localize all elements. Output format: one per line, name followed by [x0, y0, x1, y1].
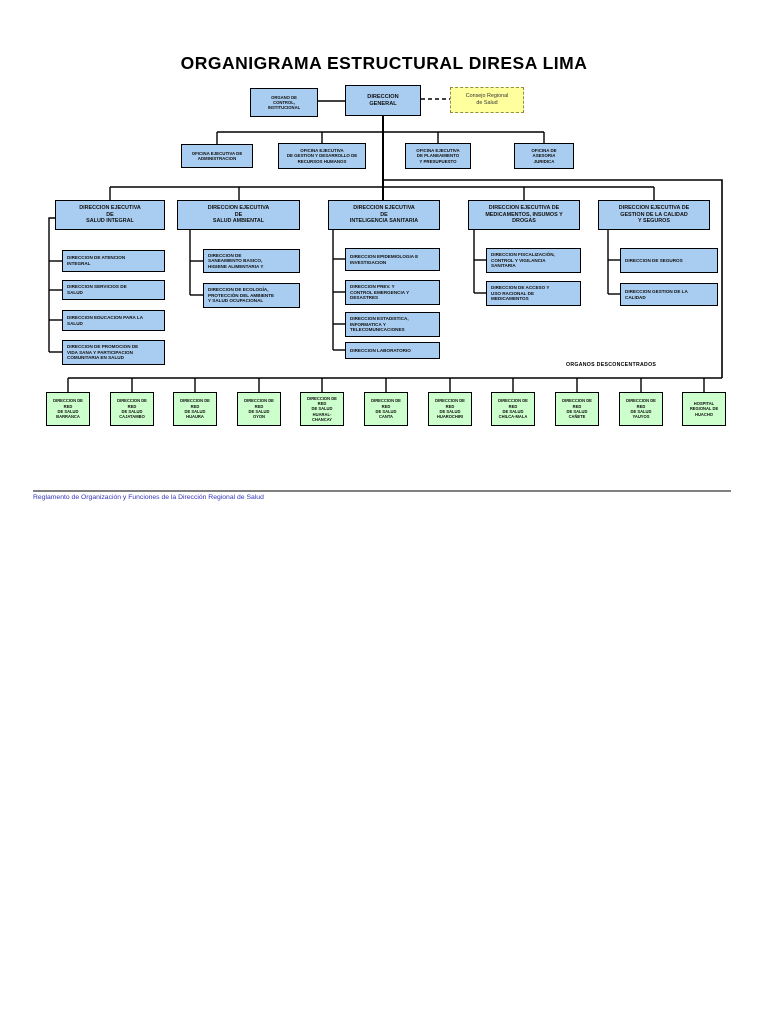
node-red-salud-chilca-mala: DIRECCION DE RED DE SALUD CHILCA-MALA [491, 392, 535, 426]
node-direccion-general: DIRECCION GENERAL [345, 85, 421, 116]
node-direccion-promocion-vida-sana: DIRECCION DE PROMOCION DE VIDA SANA Y PA… [62, 340, 165, 365]
node-direccion-servicios-salud: DIRECCION SERVICIOS DE SALUD [62, 280, 165, 300]
node-direccion-fiscalizacion-vigilancia: DIRECCION FISCALIZACIÓN, CONTROL Y VIGIL… [486, 248, 581, 273]
node-red-salud-cajatambo: DIRECCION DE RED DE SALUD CAJATAMBO [110, 392, 154, 426]
node-red-salud-oyon: DIRECCION DE RED DE SALUD OYON [237, 392, 281, 426]
node-direccion-seguros: DIRECCION DE SEGUROS [620, 248, 718, 273]
node-direccion-ecologia-ambiente: DIRECCION DE ECOLOGÍA, PROTECCIÓN DEL AM… [203, 283, 300, 308]
node-direccion-atencion-integral: DIRECCION DE ATENCION INTEGRAL [62, 250, 165, 272]
node-red-salud-huarochiri: DIRECCION DE RED DE SALUD HUAROCHIRI [428, 392, 472, 426]
node-direccion-prevencion-emergencias: DIRECCION PREV. Y CONTROL EMERGENCIA Y D… [345, 280, 440, 305]
node-direccion-estadistica-informatica: DIRECCION ESTADISTICA, INFORMATICA Y TEL… [345, 312, 440, 337]
node-red-salud-yauyos: DIRECCION DE RED DE SALUD YAUYOS [619, 392, 663, 426]
node-red-salud-canete: DIRECCION DE RED DE SALUD CAÑETE [555, 392, 599, 426]
node-direccion-acceso-medicamentos: DIRECCION DE ACCESO Y USO RACIONAL DE ME… [486, 281, 581, 306]
node-de-medicamentos-insumos-drogas: DIRECCION EJECUTIVA DE MEDICAMENTOS, INS… [468, 200, 580, 230]
node-de-gestion-calidad-seguros: DIRECCION EJECUTIVA DE GESTION DE LA CAL… [598, 200, 710, 230]
footer-reglamento-link[interactable]: Reglamento de Organización y Funciones d… [33, 494, 264, 501]
organos-desconcentrados-label: ORGANOS DESCONCENTRADOS [566, 362, 657, 368]
node-de-salud-integral: DIRECCION EJECUTIVA DE SALUD INTEGRAL [55, 200, 165, 230]
node-oficina-administracion: OFICINA EJECUTIVA DE ADMINISTRACION [181, 144, 253, 168]
node-red-salud-barranca: DIRECCION DE RED DE SALUD BARRANCA [46, 392, 90, 426]
node-oficina-recursos-humanos: OFICINA EJECUTIVA DE GESTION Y DESARROLL… [278, 143, 366, 169]
node-direccion-laboratorio: DIRECCION LABORATORIO [345, 342, 440, 359]
node-organo-control-institucional: ORGANO DE CONTROL, INSTITUCIONAL [250, 88, 318, 117]
node-hospital-regional-huacho: HOSPITAL REGIONAL DE HUACHO [682, 392, 726, 426]
node-direccion-saneamiento-basico: DIRECCION DE SANEAMIENTO BASICO, HIGIENE… [203, 249, 300, 273]
node-direccion-educacion-salud: DIRECCION EDUCACION PARA LA SALUD [62, 310, 165, 331]
node-oficina-asesoria-juridica: OFICINA DE ASESORIA JURIDICA [514, 143, 574, 169]
node-direccion-gestion-calidad: DIRECCION GESTION DE LA CALIDAD [620, 283, 718, 306]
page-title: ORGANIGRAMA ESTRUCTURAL DIRESA LIMA [180, 53, 588, 73]
node-direccion-epidemiologia: DIRECCION EPIDEMIOLOGIA E INVESTIGACION [345, 248, 440, 271]
node-red-salud-canta: DIRECCION DE RED DE SALUD CANTA [364, 392, 408, 426]
node-red-salud-huaura: DIRECCION DE RED DE SALUD HUAURA [173, 392, 217, 426]
node-de-salud-ambiental: DIRECCION EJECUTIVA DE SALUD AMBIENTAL [177, 200, 300, 230]
node-consejo-regional-de-salud: Consejo Regional de Salud [450, 87, 524, 113]
node-oficina-planeamiento-presupuesto: OFICINA EJECUTIVA DE PLANEAMIENTO Y PRES… [405, 143, 471, 169]
node-red-salud-huaral-chancay: DIRECCION DE RED DE SALUD HUARAL- CHANCA… [300, 392, 344, 426]
node-de-inteligencia-sanitaria: DIRECCION EJECUTIVA DE INTELIGENCIA SANI… [328, 200, 440, 230]
